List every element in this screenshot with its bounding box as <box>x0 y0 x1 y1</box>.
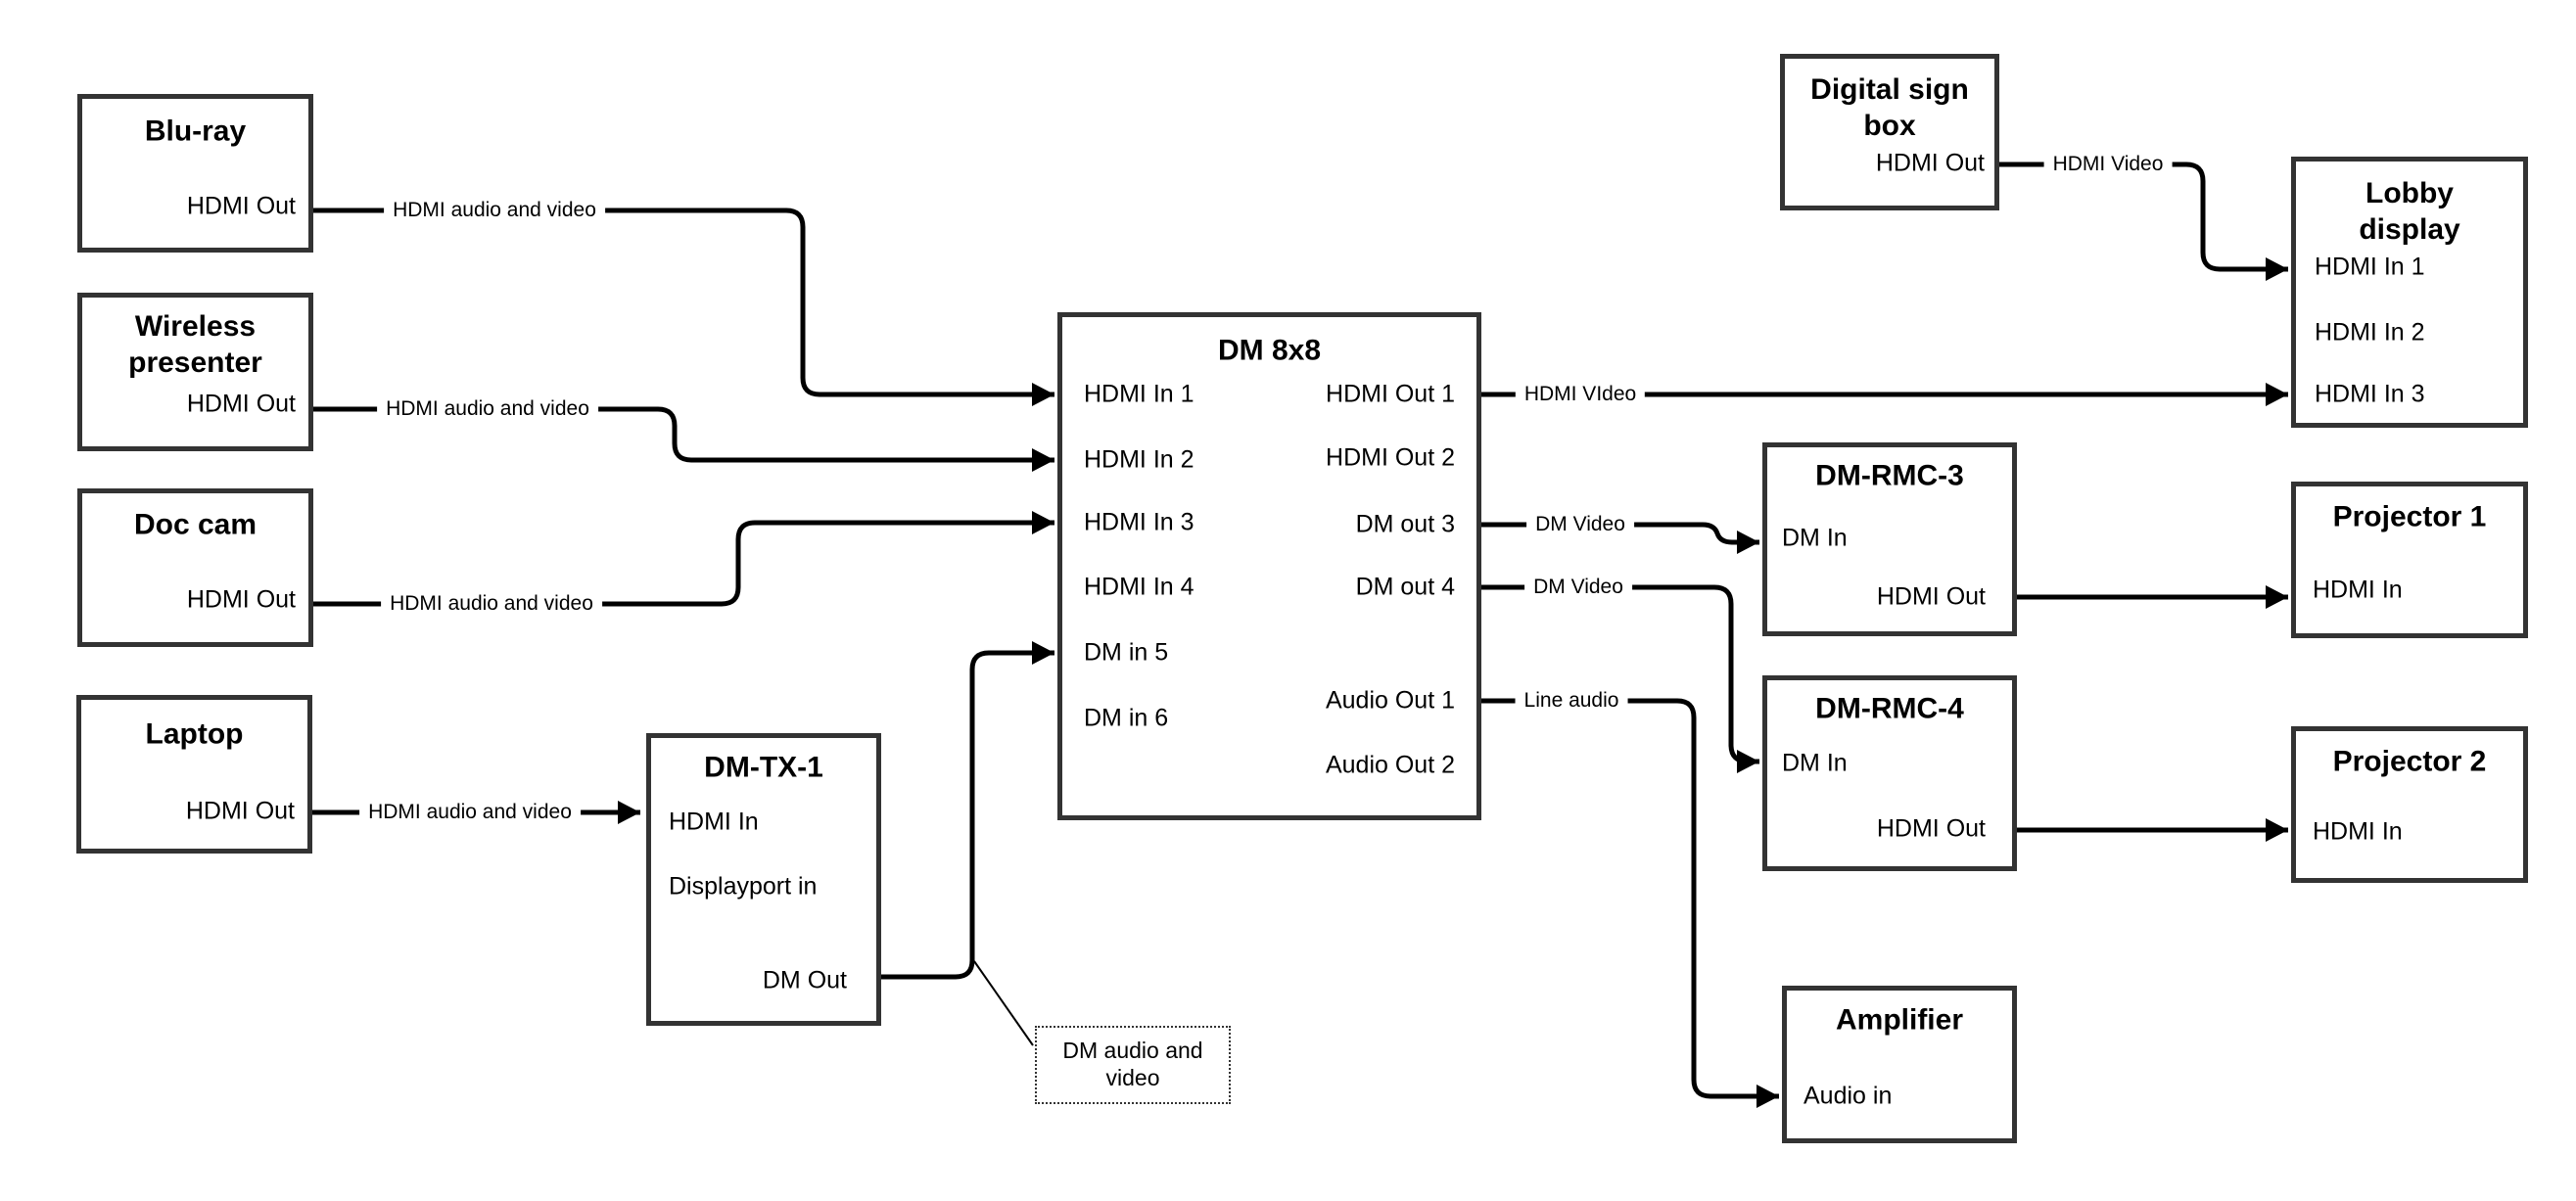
port-displayport-in: Displayport in <box>669 872 818 901</box>
node-title: Amplifier <box>1835 1003 1964 1037</box>
port-dm-in-6: DM in 6 <box>1084 704 1169 732</box>
edge-label-doccam-dm8x8: HDMI audio and video <box>381 591 602 617</box>
node-title: Projector 1 <box>2332 500 2487 533</box>
port-hdmi-out: HDMI Out <box>186 192 296 220</box>
node-title: DM-RMC-4 <box>1815 692 1964 725</box>
edge-label-dm8x8-amplifier: Line audio <box>1515 688 1628 714</box>
port-hdmi-in-3: HDMI In 3 <box>1084 508 1194 536</box>
edge-label-bluray-dm8x8: HDMI audio and video <box>384 198 605 223</box>
port-dm-out-4: DM out 4 <box>1355 573 1455 601</box>
port-dm-out: DM Out <box>762 966 847 994</box>
edge-dmtx1-dm8x8 <box>881 641 1054 980</box>
port-hdmi-in-4: HDMI In 4 <box>1084 573 1194 601</box>
node-title: Projector 2 <box>2332 745 2487 778</box>
annotation-dm-audio-video: DM audio and video <box>1035 1026 1231 1104</box>
edge-label-wireless-dm8x8: HDMI audio and video <box>377 396 598 422</box>
node-title: DM-RMC-3 <box>1815 459 1964 492</box>
node-title: Digital sign box <box>1810 72 1969 142</box>
port-audio-out-2: Audio Out 2 <box>1325 751 1455 779</box>
port-hdmi-out: HDMI Out <box>1875 149 1985 177</box>
edge-label-dm8x8-lobby: HDMI VIdeo <box>1515 382 1646 407</box>
port-dm-in: DM In <box>1782 749 1848 777</box>
edge-label-digitalsign-lobby: HDMI Video <box>2043 152 2173 177</box>
edge-doccam-dm8x8 <box>311 511 1054 607</box>
port-hdmi-out: HDMI Out <box>186 390 296 418</box>
port-hdmi-out: HDMI Out <box>1876 814 1986 843</box>
edge-dm8x8-amplifier <box>1481 698 1779 1108</box>
edge-bluray-dm8x8 <box>311 208 1054 406</box>
port-hdmi-out-1: HDMI Out 1 <box>1326 380 1455 408</box>
node-title: DM-TX-1 <box>704 751 823 784</box>
node-title: DM 8x8 <box>1217 334 1322 367</box>
node-title: Laptop <box>145 717 244 751</box>
port-dm-in: DM In <box>1782 524 1848 552</box>
node-title: Lobby display <box>2359 176 2460 246</box>
port-hdmi-out: HDMI Out <box>1876 582 1986 611</box>
edge-dm8x8-dmrmc3 <box>1481 522 1759 554</box>
edge-dm8x8-dmrmc4 <box>1481 584 1759 773</box>
port-hdmi-in-3: HDMI In 3 <box>2315 380 2425 408</box>
port-hdmi-in: HDMI In <box>669 808 759 836</box>
port-hdmi-in: HDMI In <box>2313 576 2403 604</box>
port-hdmi-in-1: HDMI In 1 <box>1084 380 1194 408</box>
port-dm-out-3: DM out 3 <box>1355 510 1455 538</box>
node-dmrmc3: DM-RMC-3 DM In HDMI Out <box>1762 442 2017 636</box>
port-dm-in-5: DM in 5 <box>1084 638 1169 667</box>
node-dmrmc4: DM-RMC-4 DM In HDMI Out <box>1762 675 2017 871</box>
node-title: Blu-ray <box>144 115 247 148</box>
annotation-callout-line <box>973 960 1034 1046</box>
port-hdmi-in-2: HDMI In 2 <box>2315 318 2425 346</box>
node-title: Wireless presenter <box>128 309 262 379</box>
port-hdmi-in-2: HDMI In 2 <box>1084 445 1194 474</box>
node-proj1: Projector 1 HDMI In <box>2291 482 2528 638</box>
edge-digitalsign-lobby <box>1999 162 2288 281</box>
edge-label-dm8x8-dmrmc4: DM Video <box>1524 575 1632 600</box>
port-audio-in: Audio in <box>1803 1082 1893 1110</box>
port-hdmi-out-2: HDMI Out 2 <box>1326 443 1455 472</box>
port-hdmi-out: HDMI Out <box>186 585 296 614</box>
port-audio-out-1: Audio Out 1 <box>1325 686 1455 715</box>
edge-label-laptop-dmtx1: HDMI audio and video <box>359 800 581 825</box>
port-hdmi-in: HDMI In <box>2313 817 2403 846</box>
edge-wireless-dm8x8 <box>311 406 1054 472</box>
port-hdmi-out: HDMI Out <box>185 797 295 825</box>
port-hdmi-in-1: HDMI In 1 <box>2315 253 2425 281</box>
edge-label-dm8x8-dmrmc3: DM Video <box>1526 512 1634 537</box>
node-proj2: Projector 2 HDMI In <box>2291 726 2528 883</box>
node-title: Doc cam <box>133 508 258 541</box>
